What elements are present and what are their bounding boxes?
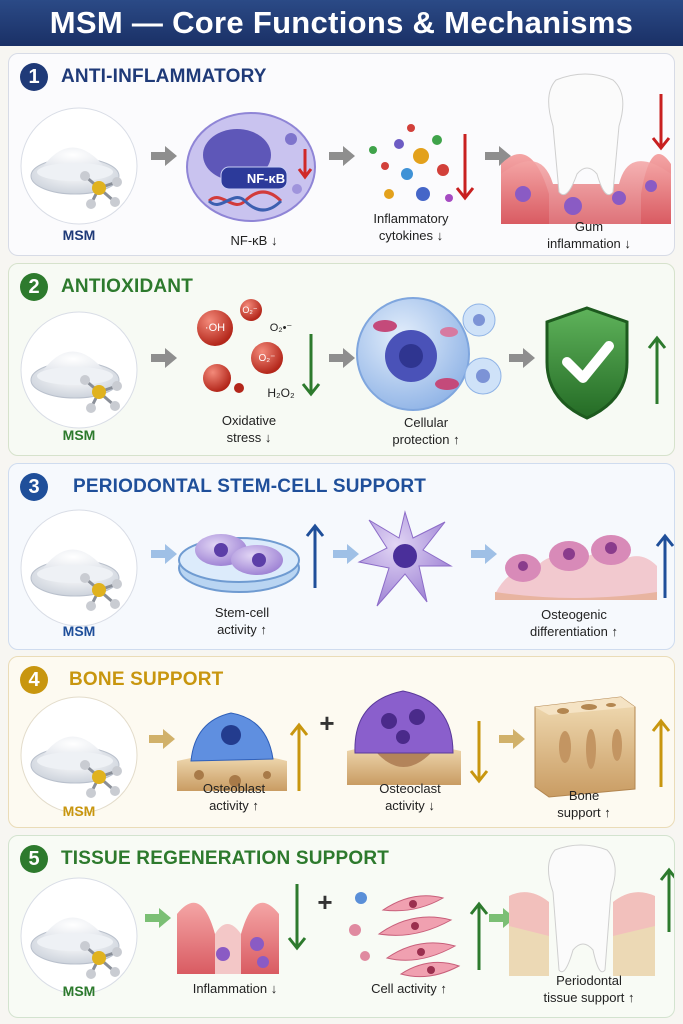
section-title: ANTIOXIDANT (61, 276, 194, 297)
section-number: 4 (20, 666, 48, 694)
msm-bowl-icon (20, 696, 138, 814)
caption-nfkb: NF-κB ↓ (230, 233, 278, 248)
msm-label: MSM (62, 623, 96, 639)
arrow-right-icon (509, 348, 535, 368)
caption-stem-line2: activity ↑ (217, 622, 267, 637)
inflamed-gum-illustration (177, 884, 307, 974)
bone-block-illustration (534, 696, 671, 798)
radical-oh: ·OH (204, 322, 226, 334)
section-title: ANTI-INFLAMMATORY (61, 66, 267, 87)
msm-bowl-icon (20, 509, 138, 627)
caption-osteogenic-line1: Osteogenic (541, 607, 607, 622)
arrow-right-icon (499, 729, 525, 749)
stem-cell-illustration (357, 510, 453, 607)
caption-cytokines-line2: cytokines ↓ (378, 228, 444, 243)
petri-dish-stem-cells-illustration (178, 523, 325, 593)
msm-bowl-icon (20, 311, 138, 429)
msm-label: MSM (62, 427, 96, 443)
caption-bone-line2: support ↑ (557, 805, 611, 820)
arrow-right-icon (151, 348, 177, 368)
inflamed-gum-tooth-illustration (501, 73, 671, 224)
nfkb-badge: NF-κB (246, 171, 286, 186)
radical-o2-small: O₂⁻ (242, 305, 258, 315)
arrow-right-icon (151, 544, 177, 564)
msm-label: MSM (62, 227, 96, 243)
caption-cellular-line2: protection ↑ (392, 432, 460, 447)
section-title: PERIODONTAL STEM-CELL SUPPORT (73, 476, 427, 497)
plus-sign: + (317, 887, 333, 917)
arrow-right-icon (489, 908, 515, 928)
caption-cellular-line1: Cellular (403, 415, 449, 430)
periodontal-tooth-illustration (509, 844, 674, 976)
protected-cell-illustration (356, 297, 502, 411)
msm-bowl-icon (20, 877, 138, 995)
caption-cytokines-line1: Inflammatory (373, 211, 449, 226)
caption-osteoclast-line2: activity ↓ (385, 798, 435, 813)
section-antioxidant: 2 ANTIOXIDANT MSM ·OH O₂⁻ O₂•⁻ O₂⁻ H₂O₂ … (8, 263, 675, 456)
radical-o2: O₂⁻ (258, 353, 276, 364)
section-stem-cell-support: 3 PERIODONTAL STEM-CELL SUPPORT MSM Stem… (8, 463, 675, 650)
caption-gum-line1: Gum (574, 219, 604, 234)
radical-superoxide: O₂•⁻ (269, 322, 293, 334)
plus-sign: + (319, 708, 335, 738)
caption-osteoblast-line1: Osteoblast (202, 781, 266, 796)
section-number: 3 (20, 473, 48, 501)
arrow-right-icon (145, 908, 171, 928)
cytokines-illustration (369, 124, 475, 202)
caption-cell-activity: Cell activity ↑ (371, 981, 447, 996)
msm-label: MSM (62, 803, 96, 819)
caption-osteoblast-line2: activity ↑ (209, 798, 259, 813)
caption-oxidative-line2: stress ↓ (226, 430, 272, 445)
caption-osteoclast-line1: Osteoclast (379, 781, 441, 796)
caption-oxidative-line1: Oxidative (221, 413, 277, 428)
msm-label: MSM (62, 983, 96, 999)
msm-bowl-icon (20, 107, 138, 225)
caption-osteogenic-line2: differentiation ↑ (530, 624, 618, 639)
section-title: BONE SUPPORT (69, 669, 224, 690)
section-number: 1 (20, 63, 48, 91)
caption-stem-line1: Stem-cell (214, 605, 270, 620)
nfkb-cell-illustration (186, 112, 316, 222)
caption-bone-line1: Bone (568, 788, 600, 803)
caption-periodontal-line1: Periodontal (556, 973, 622, 988)
free-radicals-illustration (197, 299, 321, 397)
section-tissue-regeneration: 5 TISSUE REGENERATION SUPPORT MSM Inflam… (8, 835, 675, 1018)
osteoblast-illustration (177, 712, 309, 791)
fibroblast-cells-illustration (349, 892, 489, 978)
caption-periodontal-line2: tissue support ↑ (543, 990, 635, 1005)
section-number: 5 (20, 845, 48, 873)
arrow-right-icon (149, 729, 175, 749)
section-anti-inflammatory: 1 ANTI-INFLAMMATORY MSM NF-κB NF-κB ↓ (8, 53, 675, 256)
osteogenic-tissue-illustration (495, 533, 674, 600)
section-bone-support: 4 BONE SUPPORT MSM Osteoblast activity ↑… (8, 656, 675, 828)
page-title: MSM — Core Functions & Mechanisms (0, 0, 683, 46)
arrow-right-icon (151, 146, 177, 166)
radical-h2o2: H₂O₂ (267, 386, 295, 400)
caption-inflammation: Inflammation ↓ (192, 981, 278, 996)
arrow-right-icon (471, 544, 497, 564)
caption-gum-line2: inflammation ↓ (547, 236, 631, 251)
osteoclast-illustration (347, 690, 489, 785)
arrow-right-icon (329, 146, 355, 166)
section-number: 2 (20, 273, 48, 301)
arrow-right-icon (329, 348, 355, 368)
section-title: TISSUE REGENERATION SUPPORT (61, 848, 390, 869)
arrow-right-icon (333, 544, 359, 564)
shield-check-icon (545, 306, 667, 420)
